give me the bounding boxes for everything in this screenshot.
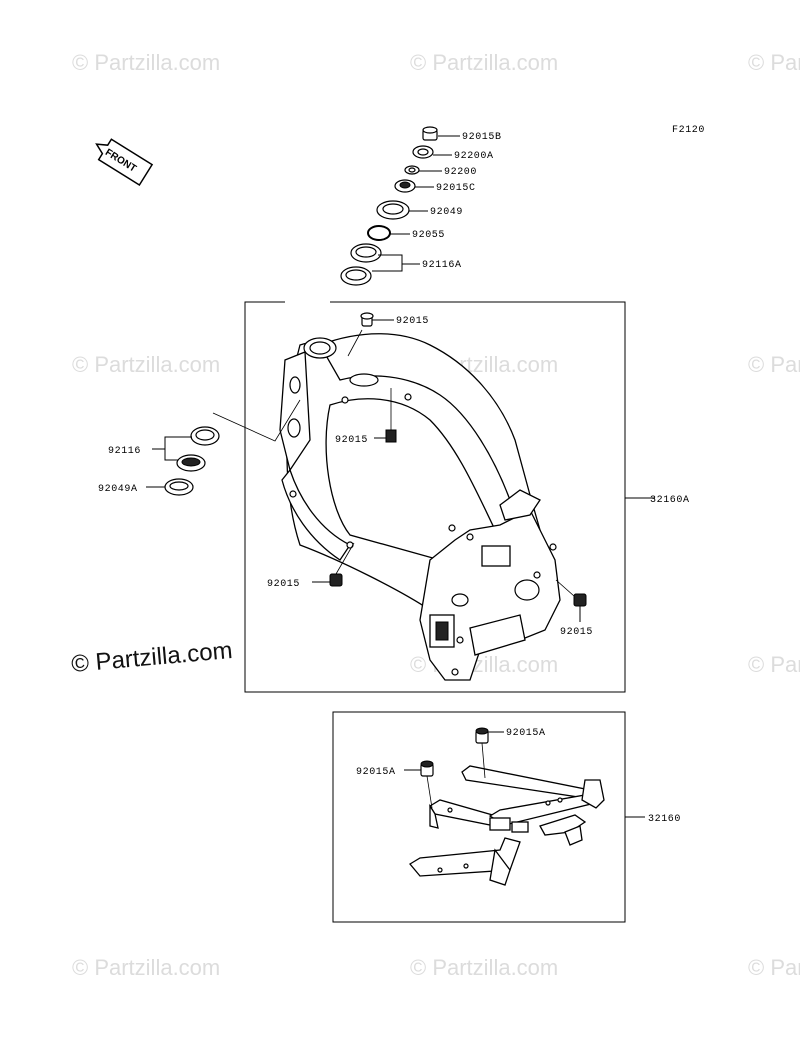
watermark: © Partzilla.com bbox=[72, 50, 220, 75]
label-92049A: 92049A bbox=[98, 484, 138, 495]
main-frame bbox=[279, 333, 561, 681]
label-92015-top: 92015 bbox=[396, 316, 429, 327]
label-92200A: 92200A bbox=[454, 151, 494, 162]
label-92015-mid: 92015 bbox=[335, 435, 368, 446]
part-92200A: 92200A bbox=[412, 145, 494, 162]
label-92116: 92116 bbox=[108, 446, 141, 457]
part-92116A: 92116A bbox=[340, 243, 462, 286]
part-92015-mid: 92015 bbox=[335, 388, 397, 446]
part-92015B: 92015B bbox=[422, 126, 502, 143]
part-92015-left: 92015 bbox=[267, 542, 355, 590]
frame-assembly-box: 32160A bbox=[212, 301, 690, 693]
watermark: © Partzilla.com bbox=[72, 955, 220, 980]
lower-bearing-parts: 92116 92049A bbox=[98, 426, 220, 496]
part-92015A-top: 92015A bbox=[475, 727, 546, 779]
watermark: © Partzilla.com bbox=[410, 50, 558, 75]
subframe-assembly-box: 32160 92015A bbox=[332, 711, 681, 923]
watermark: © Partzilla.com bbox=[748, 352, 800, 377]
label-92015B: 92015B bbox=[462, 132, 502, 143]
label-92015-left: 92015 bbox=[267, 579, 300, 590]
label-32160: 32160 bbox=[648, 814, 681, 825]
part-92055: 92055 bbox=[367, 225, 445, 241]
label-92200: 92200 bbox=[444, 167, 477, 178]
steering-stack: 92015B 92200A 92200 92015C 92049 bbox=[340, 126, 502, 286]
watermark: © Partzilla.com bbox=[410, 955, 558, 980]
watermark: © Partzilla.com bbox=[748, 50, 800, 75]
part-92200: 92200 bbox=[404, 165, 477, 178]
part-92015C: 92015C bbox=[394, 179, 476, 194]
part-92015-top: 92015 bbox=[347, 312, 429, 357]
label-92015A-left: 92015A bbox=[356, 767, 396, 778]
label-92015A-top: 92015A bbox=[506, 728, 546, 739]
watermark: © Partzilla.com bbox=[748, 955, 800, 980]
label-92015C: 92015C bbox=[436, 183, 476, 194]
label-92116A: 92116A bbox=[422, 260, 462, 271]
front-arrow-icon: FRONT bbox=[95, 138, 154, 187]
part-92049: 92049 bbox=[376, 200, 463, 220]
watermark-main: © Partzilla.com bbox=[70, 637, 233, 678]
label-92049: 92049 bbox=[430, 207, 463, 218]
part-92015-right: 92015 bbox=[555, 579, 593, 638]
subframe bbox=[409, 765, 605, 886]
label-32160A: 32160A bbox=[650, 495, 690, 506]
diagram-code: F2120 bbox=[672, 125, 705, 136]
part-92015A-left: 92015A bbox=[356, 760, 434, 809]
watermark: © Partzilla.com bbox=[748, 652, 800, 677]
watermark: © Partzilla.com bbox=[72, 352, 220, 377]
label-92015-right: 92015 bbox=[560, 627, 593, 638]
label-92055: 92055 bbox=[412, 230, 445, 241]
